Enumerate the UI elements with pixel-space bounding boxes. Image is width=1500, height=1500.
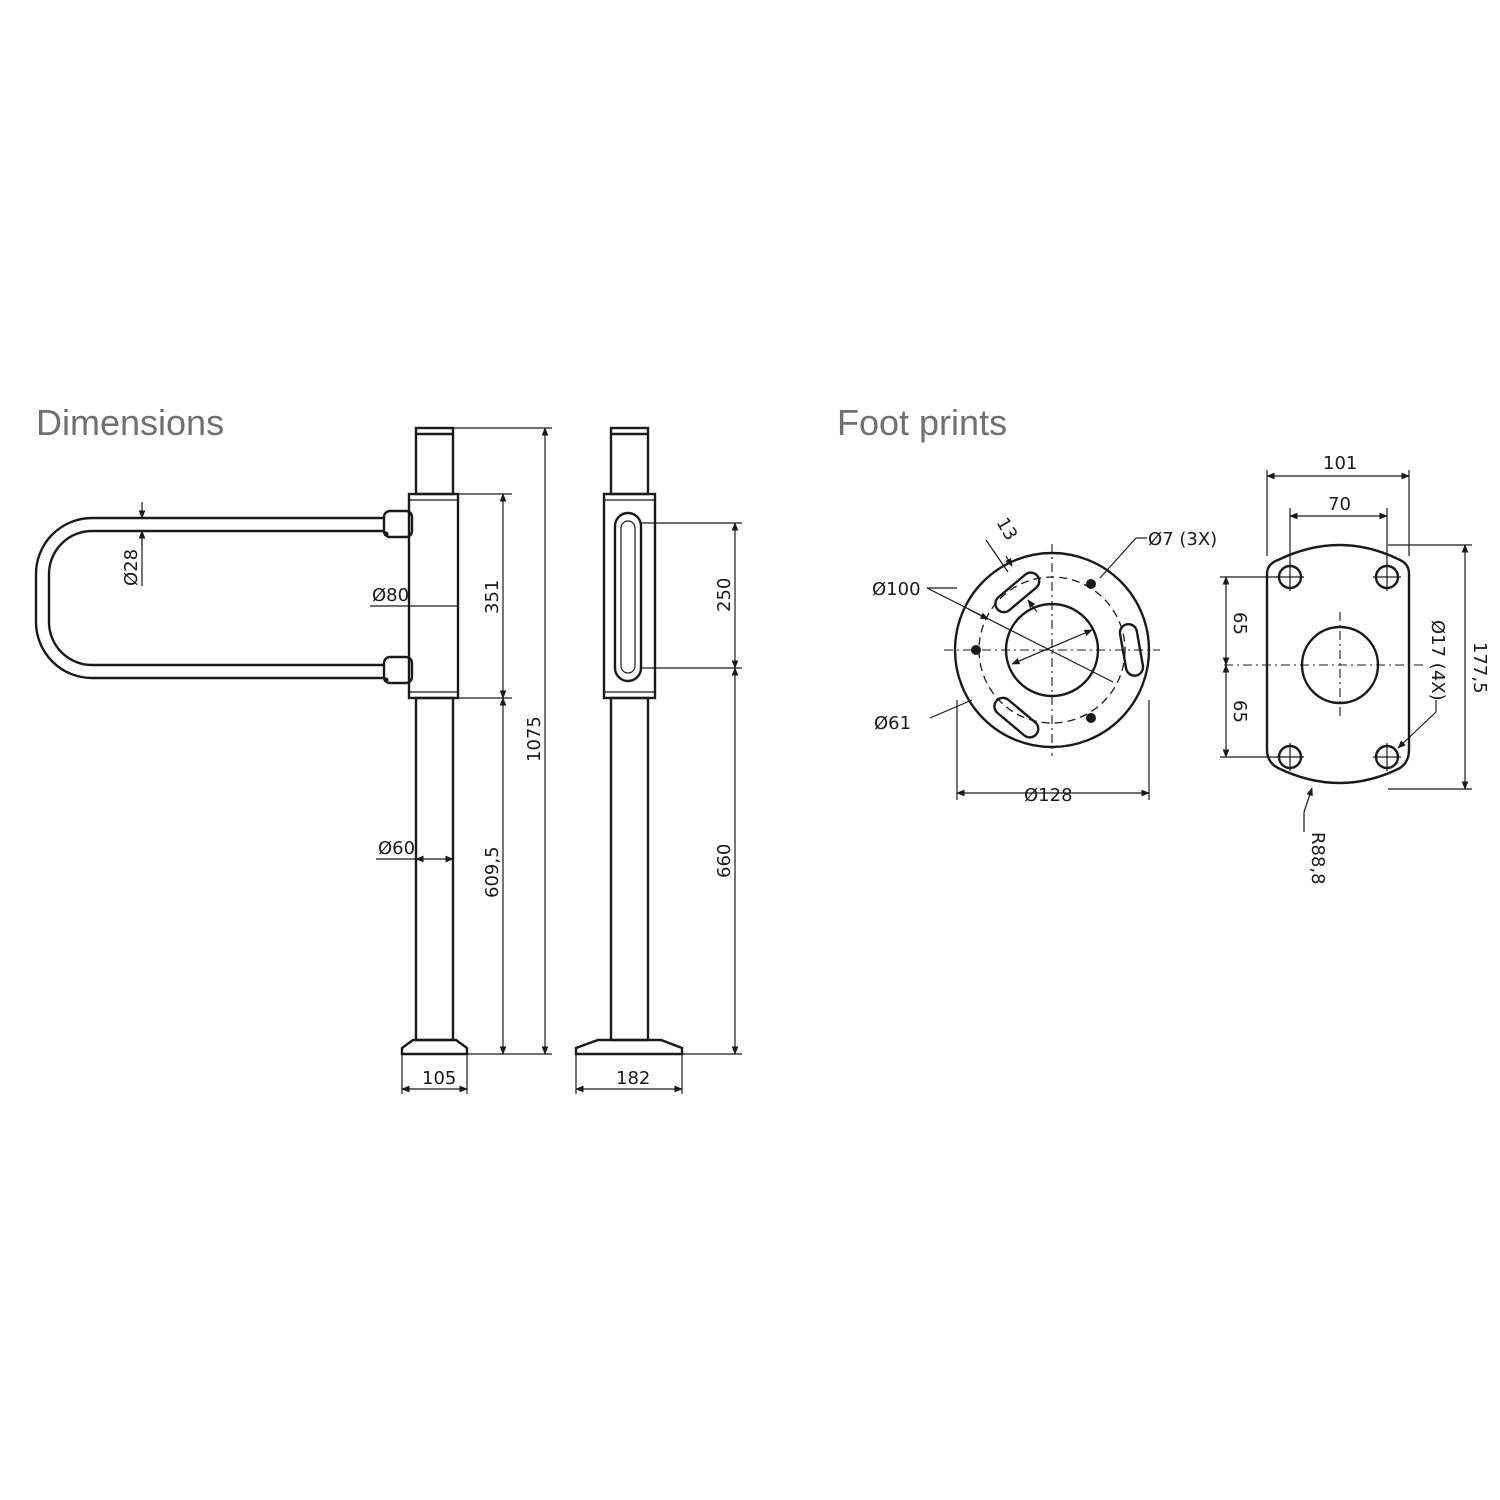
post-diameter-label: Ø60 — [378, 838, 415, 859]
body-height-label: 351 — [482, 580, 503, 614]
post-height-label: 609,5 — [482, 846, 503, 898]
outer-diameter-label: Ø128 — [1024, 785, 1073, 806]
round-footplate-dimensions: 13 Ø7 (3X) Ø100 Ø61 Ø128 — [872, 514, 1217, 806]
hole-spacing-label: 70 — [1328, 494, 1351, 515]
lower-height-label: 660 — [714, 844, 735, 878]
oval-footplate: 101 70 65 65 177,5 Ø17 (4X) — [1220, 453, 1490, 885]
side-base-width-label: 105 — [422, 1068, 456, 1089]
slot-width-label: 13 — [992, 514, 1022, 544]
side-view: Ø28 Ø80 Ø60 351 609,5 1075 — [34, 426, 552, 1094]
mounting-hole-label: Ø17 (4X) — [1427, 620, 1448, 701]
plate-width-label: 101 — [1323, 453, 1357, 474]
side-view-dimensions: Ø28 Ø80 Ø60 351 609,5 1075 — [121, 427, 552, 1094]
footprints-heading: Foot prints — [837, 402, 1008, 443]
dimensions-heading: Dimensions — [36, 402, 225, 443]
front-view-dimensions: 250 660 182 — [575, 522, 742, 1094]
slot-height-label: 250 — [714, 578, 735, 612]
post — [400, 426, 469, 1056]
total-height-label: 1075 — [524, 716, 545, 762]
inner-diameter-label: Ø61 — [874, 713, 911, 734]
body-diameter-label: Ø80 — [372, 585, 409, 606]
front-base-width-label: 182 — [616, 1068, 650, 1089]
mounting-holes — [1276, 563, 1401, 771]
swing-arm — [34, 509, 414, 685]
upper-offset-label: 65 — [1229, 612, 1250, 635]
front-view: 250 660 182 — [574, 426, 742, 1094]
arm-diameter-label: Ø28 — [121, 549, 142, 586]
pitch-circle-label: Ø100 — [872, 579, 921, 600]
round-footplate: 13 Ø7 (3X) Ø100 Ø61 Ø128 — [872, 514, 1217, 806]
plate-height-label: 177,5 — [1469, 642, 1490, 694]
plate-radius-label: R88,8 — [1307, 832, 1328, 885]
small-hole-label: Ø7 (3X) — [1148, 529, 1217, 550]
lower-offset-label: 65 — [1229, 700, 1250, 723]
oval-footplate-dimensions: 101 70 65 65 177,5 Ø17 (4X) — [1220, 453, 1490, 885]
